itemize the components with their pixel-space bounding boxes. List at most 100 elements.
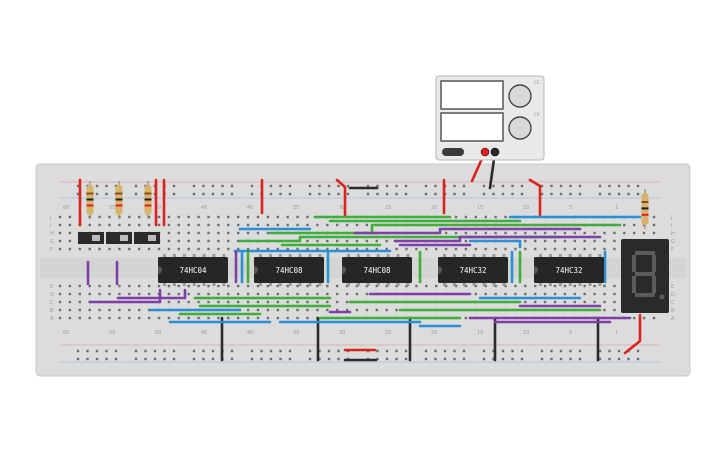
hole[interactable] [454,231,458,235]
rail-hole[interactable] [385,192,389,196]
hole[interactable] [138,223,141,227]
hole[interactable] [642,223,646,227]
rail-hole[interactable] [279,192,282,196]
hole[interactable] [296,284,299,288]
hole[interactable] [157,247,161,251]
hole[interactable] [405,247,408,251]
hole[interactable] [583,239,586,243]
hole[interactable] [534,247,537,251]
slide-switches[interactable] [78,232,160,244]
hole[interactable] [88,308,91,312]
hole[interactable] [355,292,359,296]
hole[interactable] [474,231,477,235]
hole[interactable] [642,231,646,235]
rail-hole[interactable] [395,184,398,188]
hole[interactable] [286,300,289,304]
hole[interactable] [593,231,596,235]
hole[interactable] [534,300,537,304]
hole[interactable] [306,223,309,227]
hole[interactable] [593,300,596,304]
rail-hole[interactable] [279,349,282,353]
hole[interactable] [207,247,210,251]
hole[interactable] [207,316,210,320]
hole[interactable] [266,284,270,288]
hole[interactable] [326,308,329,312]
hole[interactable] [138,215,141,219]
hole[interactable] [316,284,319,288]
hole[interactable] [425,284,428,288]
ic-chip[interactable]: 74HC08 [342,254,412,286]
hole[interactable] [147,215,151,219]
hole[interactable] [623,223,626,227]
hole[interactable] [167,316,171,320]
hole[interactable] [128,284,131,288]
hole[interactable] [197,292,200,296]
rail-hole[interactable] [202,349,205,353]
hole[interactable] [553,284,557,288]
rail-hole[interactable] [617,357,621,361]
hole[interactable] [187,247,190,251]
hole[interactable] [326,292,329,296]
resistor[interactable] [641,189,649,229]
rail-hole[interactable] [453,192,456,196]
rail-hole[interactable] [211,192,215,196]
hole[interactable] [642,316,646,320]
hole[interactable] [494,247,497,251]
rail-hole[interactable] [288,192,292,196]
hole[interactable] [207,284,210,288]
rail-hole[interactable] [269,184,273,188]
hole[interactable] [345,292,349,296]
hole[interactable] [534,292,537,296]
hole[interactable] [177,239,180,243]
rail-hole[interactable] [202,357,205,361]
hole[interactable] [157,215,161,219]
hole[interactable] [286,292,289,296]
rail-hole[interactable] [482,349,486,353]
hole[interactable] [316,239,319,243]
hole[interactable] [464,316,468,320]
hole[interactable] [534,231,537,235]
hole[interactable] [147,292,151,296]
rail-hole[interactable] [105,349,108,353]
hole[interactable] [553,247,557,251]
hole[interactable] [217,223,220,227]
hole[interactable] [652,316,656,320]
psu-positive-terminal[interactable] [480,147,490,157]
hole[interactable] [534,284,537,288]
hole[interactable] [138,247,141,251]
rail-hole[interactable] [395,357,398,361]
rail-hole[interactable] [636,349,640,353]
rail-hole[interactable] [404,357,408,361]
rail-hole[interactable] [404,192,408,196]
hole[interactable] [237,316,240,320]
hole[interactable] [563,231,567,235]
hole[interactable] [494,215,497,219]
rail-hole[interactable] [318,184,321,188]
hole[interactable] [415,284,418,288]
hole[interactable] [177,300,180,304]
hole[interactable] [633,231,636,235]
rail-hole[interactable] [578,192,582,196]
hole[interactable] [68,239,72,243]
hole[interactable] [276,247,279,251]
rail-hole[interactable] [105,357,108,361]
hole[interactable] [58,284,62,288]
rail-hole[interactable] [260,349,263,353]
rail-hole[interactable] [76,192,80,196]
rail-hole[interactable] [318,357,321,361]
hole[interactable] [147,316,151,320]
hole[interactable] [207,292,210,296]
rail-hole[interactable] [443,349,447,353]
hole[interactable] [524,284,527,288]
hole[interactable] [68,231,72,235]
rail-hole[interactable] [598,349,602,353]
rail-hole[interactable] [337,192,340,196]
hole[interactable] [58,239,62,243]
hole[interactable] [355,239,359,243]
ic-chip[interactable]: 74HC32 [438,254,508,286]
rail-hole[interactable] [105,192,108,196]
hole[interactable] [118,223,121,227]
hole[interactable] [395,308,398,312]
hole[interactable] [237,300,240,304]
rail-hole[interactable] [492,192,495,196]
